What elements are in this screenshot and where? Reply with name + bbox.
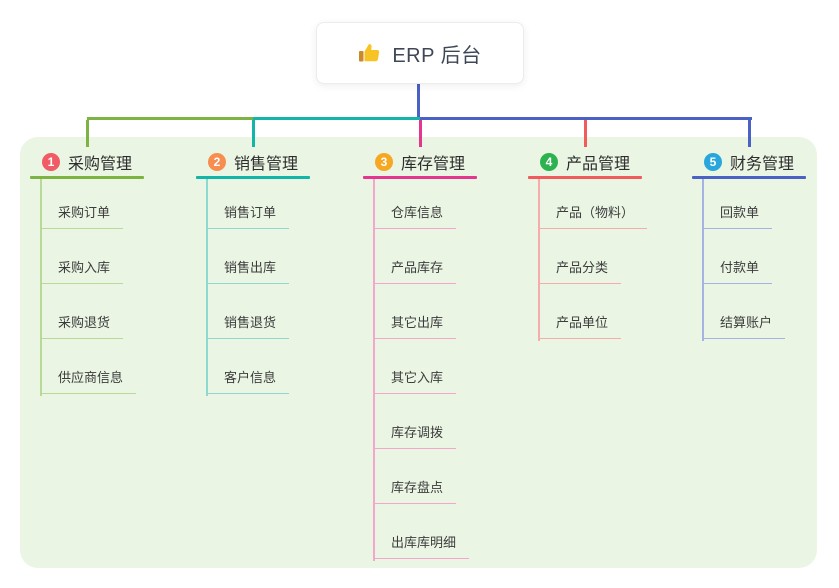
connector-line [418,120,422,147]
root-title: ERP 后台 [392,44,482,67]
child-node-label: 付款单 [720,260,760,275]
branch-title-label: 销售管理 [234,156,299,173]
child-node-label: 出库库明细 [391,535,457,550]
child-node[interactable]: 销售订单 [206,198,290,229]
child-node[interactable]: 供应商信息 [40,363,137,394]
child-node-label: 仓库信息 [391,205,444,220]
child-node[interactable]: 产品（物料） [538,198,648,229]
child-node[interactable]: 付款单 [702,253,773,284]
child-node[interactable]: 库存调拨 [373,418,457,449]
child-node[interactable]: 采购订单 [40,198,124,229]
branch-trunk-line [206,179,208,396]
connector-line [253,117,423,120]
branch-title-label: 采购管理 [68,156,133,173]
branch-node-1[interactable]: 1 采购管理 [42,147,132,177]
connector-line [747,120,751,147]
root-connector-line [416,82,420,120]
child-node[interactable]: 采购入库 [40,253,124,284]
branch-underline [196,176,310,179]
child-node-label: 客户信息 [224,370,277,385]
child-node-label: 其它出库 [391,315,444,330]
child-node[interactable]: 产品单位 [538,308,622,339]
child-node-label: 销售订单 [224,205,277,220]
root-node[interactable]: ERP 后台 [316,22,524,84]
child-node[interactable]: 客户信息 [206,363,290,394]
child-node[interactable]: 销售退货 [206,308,290,339]
child-node-label: 供应商信息 [58,370,124,385]
child-node-label: 结算账户 [720,315,773,330]
child-node-label: 产品单位 [556,315,609,330]
child-node-label: 库存调拨 [391,425,444,440]
child-node[interactable]: 其它入库 [373,363,457,394]
child-node[interactable]: 库存盘点 [373,473,457,504]
branch-number-badge: 2 [208,153,226,171]
branch-number-badge: 1 [42,153,60,171]
branch-node-5[interactable]: 5 财务管理 [704,147,794,177]
branch-trunk-line [373,179,375,561]
thumbs-up-icon [358,41,382,65]
branch-title-label: 产品管理 [566,156,631,173]
child-node-label: 产品分类 [556,260,609,275]
child-node-label: 回款单 [720,205,760,220]
connector-line [87,117,256,120]
connector-line [85,120,89,147]
branch-underline [30,176,144,179]
branch-node-3[interactable]: 3 库存管理 [375,147,465,177]
branch-number-badge: 3 [375,153,393,171]
connector-line [420,117,752,120]
branch-underline [363,176,477,179]
branches-panel [20,137,817,568]
branch-title-label: 库存管理 [401,156,466,173]
child-node-label: 产品（物料） [556,205,635,220]
child-node-label: 销售出库 [224,260,277,275]
child-node-label: 采购订单 [58,205,111,220]
child-node[interactable]: 产品分类 [538,253,622,284]
child-node-label: 其它入库 [391,370,444,385]
child-node[interactable]: 出库库明细 [373,528,470,559]
connector-line [251,120,255,147]
child-node[interactable]: 采购退货 [40,308,124,339]
child-node-label: 采购入库 [58,260,111,275]
branch-trunk-line [40,179,42,396]
branch-underline [692,176,806,179]
branch-trunk-line [702,179,704,341]
child-node[interactable]: 其它出库 [373,308,457,339]
child-node-label: 采购退货 [58,315,111,330]
branch-node-4[interactable]: 4 产品管理 [540,147,630,177]
branch-underline [528,176,642,179]
connector-line [583,120,587,147]
child-node-label: 产品库存 [391,260,444,275]
branch-node-2[interactable]: 2 销售管理 [208,147,298,177]
branch-title-label: 财务管理 [730,156,795,173]
branch-number-badge: 5 [704,153,722,171]
branch-number-badge: 4 [540,153,558,171]
child-node[interactable]: 回款单 [702,198,773,229]
child-node[interactable]: 产品库存 [373,253,457,284]
child-node[interactable]: 仓库信息 [373,198,457,229]
branch-trunk-line [538,179,540,341]
child-node-label: 库存盘点 [391,480,444,495]
child-node-label: 销售退货 [224,315,277,330]
child-node[interactable]: 结算账户 [702,308,786,339]
child-node[interactable]: 销售出库 [206,253,290,284]
